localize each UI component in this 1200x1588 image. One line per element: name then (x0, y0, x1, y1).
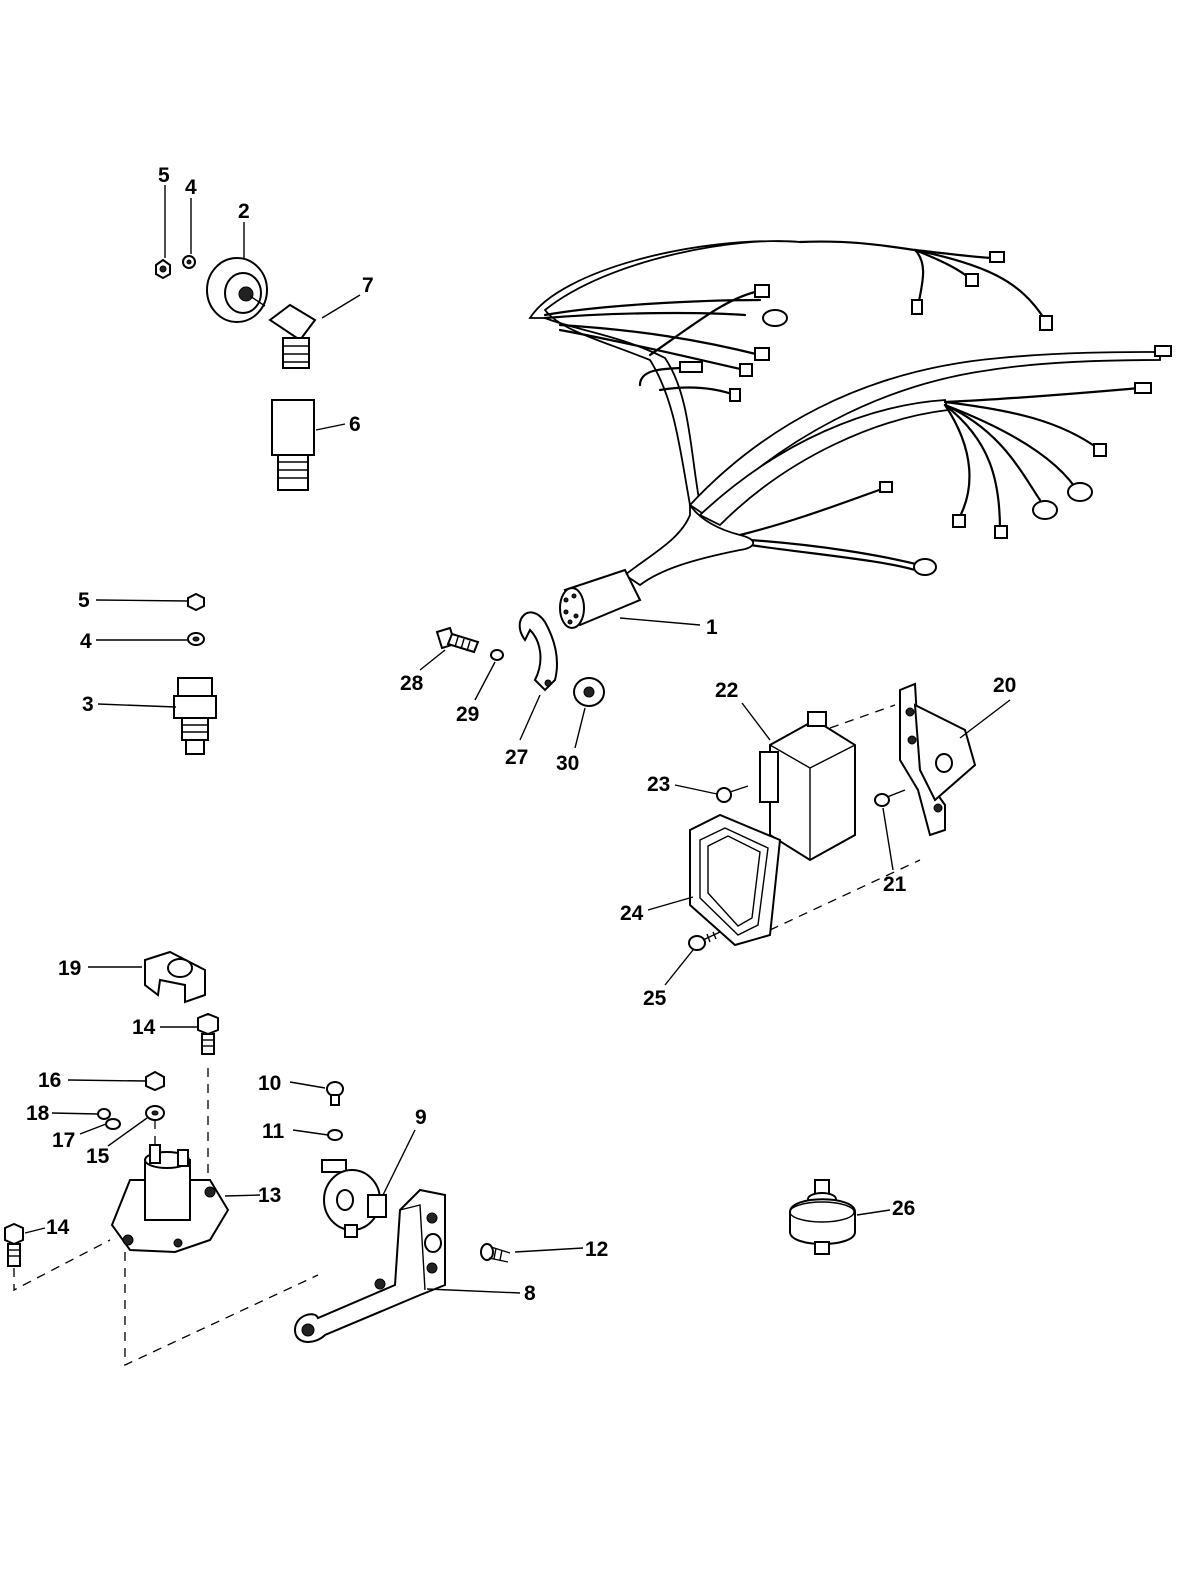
bolt-14-top (197, 1012, 219, 1055)
callout-28: 28 (400, 672, 424, 695)
washer (182, 255, 196, 269)
callout-23: 23 (647, 773, 670, 796)
temperature-sender (173, 677, 217, 755)
washer-17 (105, 1118, 121, 1130)
callout-19: 19 (58, 957, 81, 980)
small-washer (490, 649, 504, 661)
callout-24: 24 (620, 902, 644, 925)
washer-11 (327, 1129, 343, 1141)
nut-mid (187, 592, 205, 612)
screw-12 (480, 1243, 511, 1263)
callout-6: 6 (349, 413, 361, 436)
nut-18 (97, 1108, 111, 1120)
callout-7: 7 (362, 274, 374, 297)
screw-23 (716, 785, 749, 803)
leader-lines (24, 185, 1011, 1294)
callout-2: 2 (238, 200, 250, 223)
callout-10: 10 (258, 1072, 281, 1095)
solenoid-align-line-3 (13, 1239, 111, 1292)
elbow-fitting (268, 303, 317, 369)
oil-pressure-sender (206, 257, 268, 323)
screw-10 (326, 1081, 344, 1106)
callout-14-left: 14 (46, 1216, 70, 1239)
callout-25: 25 (643, 987, 667, 1010)
bracket-8 (293, 1188, 446, 1343)
callout-1: 1 (706, 616, 718, 639)
callout-5-mid: 5 (78, 589, 90, 612)
spacer (573, 677, 605, 707)
align-line-lower (769, 859, 921, 931)
bracket-20 (899, 682, 977, 837)
callout-17: 17 (52, 1129, 75, 1152)
module-22 (759, 711, 856, 862)
knock-sensor-26 (789, 1179, 856, 1255)
wiring-harness (528, 240, 1172, 629)
callout-4-top: 4 (185, 176, 197, 199)
callout-5-top: 5 (158, 164, 170, 187)
bolt-14-left (4, 1222, 24, 1267)
module-24 (689, 813, 782, 947)
callout-11: 11 (262, 1120, 285, 1143)
screw-21 (874, 789, 906, 807)
callout-12: 12 (585, 1238, 608, 1261)
callout-numbers: 1 2 3 4 4 5 5 6 7 8 9 10 11 12 13 14 14 … (26, 164, 1016, 1305)
screw-25 (688, 931, 721, 951)
callout-15: 15 (86, 1145, 110, 1168)
callout-29: 29 (456, 703, 479, 726)
callout-26: 26 (892, 1197, 915, 1220)
callout-13: 13 (258, 1184, 281, 1207)
callout-8: 8 (524, 1282, 536, 1305)
callout-14-top: 14 (132, 1016, 156, 1039)
callout-9: 9 (415, 1106, 427, 1129)
adapter-fitting (271, 399, 315, 491)
callout-30: 30 (556, 752, 579, 775)
washer-15 (145, 1105, 165, 1121)
solenoid-13 (110, 1144, 230, 1254)
solenoid-align-line-4 (124, 1252, 319, 1367)
callout-22: 22 (715, 679, 738, 702)
switch-9 (321, 1159, 387, 1238)
nut-16 (145, 1070, 165, 1092)
callout-4-mid: 4 (80, 630, 92, 653)
callout-3: 3 (82, 693, 94, 716)
callout-27: 27 (505, 746, 528, 769)
callout-16: 16 (38, 1069, 61, 1092)
clamp (518, 611, 558, 692)
callout-18: 18 (26, 1102, 50, 1125)
washer-mid (187, 632, 205, 646)
nut (155, 258, 171, 280)
callout-21: 21 (883, 873, 907, 896)
bolt (435, 626, 480, 654)
callout-20: 20 (993, 674, 1016, 697)
terminal-cover-19 (144, 950, 206, 1004)
align-line-upper (829, 704, 896, 729)
